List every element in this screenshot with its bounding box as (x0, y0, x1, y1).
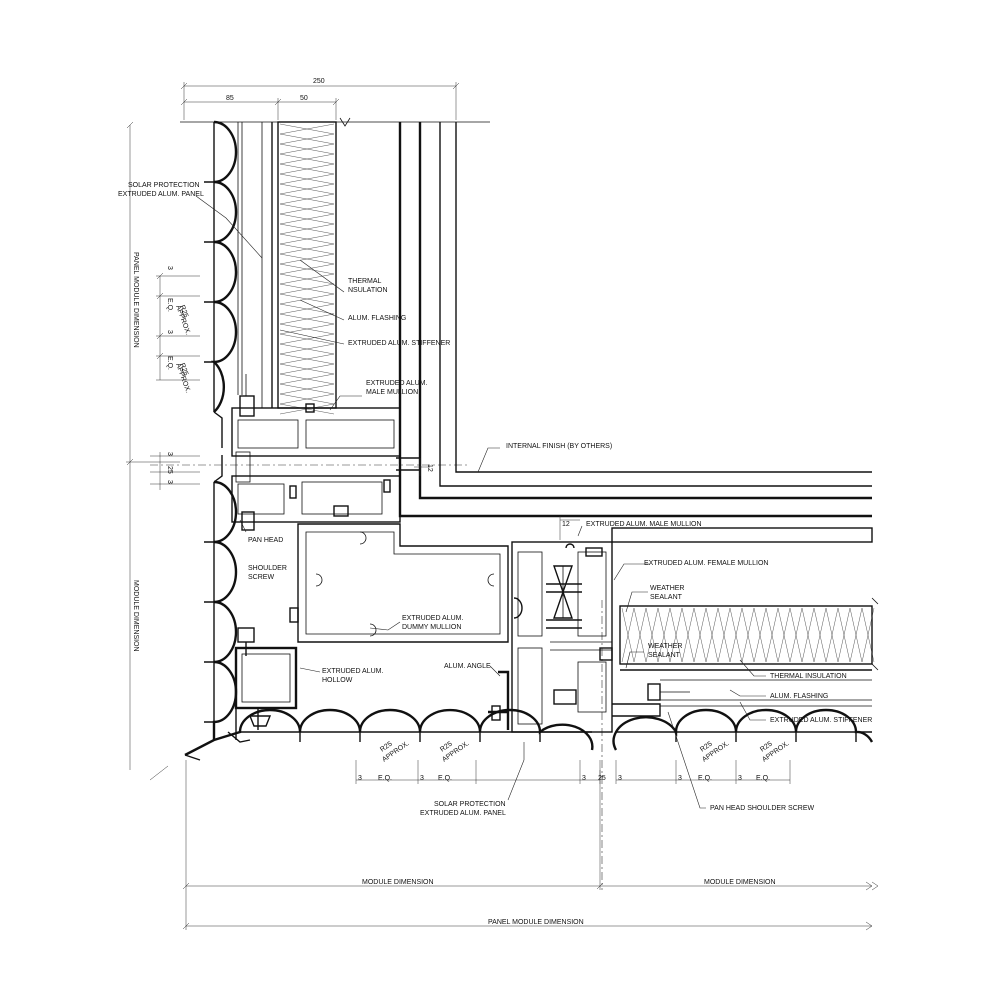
label-pan-head-3: SCREW (248, 574, 274, 581)
label-alum-flashing-left: ALUM. FLASHING (348, 315, 406, 322)
label-dummy-mullion-2: DUMMY MULLION (402, 624, 461, 631)
dim-eq-bottom-a: E.Q. (378, 775, 392, 782)
dim-25-bottom: 25 (598, 775, 606, 782)
insulation-hatch-right (621, 607, 875, 663)
label-internal-finish: INTERNAL FINISH (BY OTHERS) (506, 443, 612, 450)
label-male-mullion-left-2: MALE MULLION (366, 389, 418, 396)
label-weather-sealant-a-2: SEALANT (650, 594, 683, 601)
module-dimension-bottom-right: MODULE DIMENSION (704, 879, 776, 886)
label-female-mullion: EXTRUDED ALUM. FEMALE MULLION (644, 560, 768, 567)
dim-12-mid: 12 (562, 521, 570, 528)
alum-angle (488, 670, 510, 730)
label-pan-head-shoulder-screw: PAN HEAD SHOULDER SCREW (710, 805, 815, 812)
dim-25-left: 25 (166, 466, 173, 474)
label-weather-sealant-b-2: SEALANT (648, 652, 681, 659)
dim-12-left: 12 (426, 464, 433, 472)
label-dummy-mullion-1: EXTRUDED ALUM. (402, 615, 464, 622)
label-solar-protection-left-1: SOLAR PROTECTION (128, 182, 200, 189)
corner-mullion-assembly (231, 374, 421, 531)
label-extruded-stiffener-right: EXTRUDED ALUM. STIFFENER (770, 717, 872, 724)
dim-r25-left-b: R25 (178, 362, 189, 377)
insulation-hatch-left (279, 123, 335, 415)
label-thermal-nsulation-2: NSULATION (348, 287, 388, 294)
dim-3-b: 3 (166, 330, 173, 334)
label-thermal-insulation-right: THERMAL INSULATION (770, 673, 847, 680)
dim-3-bottom-b: 3 (420, 775, 424, 782)
module-dimension-bottom-left: MODULE DIMENSION (362, 879, 434, 886)
label-hollow-1: EXTRUDED ALUM. (322, 668, 384, 675)
dimension-lines (126, 82, 879, 931)
dim-approx-left-a: APPROX. (174, 304, 191, 336)
label-male-mullion-right: EXTRUDED ALUM. MALE MULLION (586, 521, 702, 528)
dimension-text: 250 85 50 25 3 3 3 3 E.Q. E.Q. R25 APPRO… (132, 78, 791, 926)
left-solar-panel-scallops (150, 120, 470, 740)
dim-eq-bottom-d: E.Q. (756, 775, 770, 782)
label-alum-angle: ALUM. ANGLE (444, 663, 491, 670)
module-dimension-vertical: MODULE DIMENSION (132, 580, 139, 652)
panel-module-dimension-vertical: PANEL MODULE DIMENSION (132, 252, 139, 348)
dim-eq-bottom-c: E.Q. (698, 775, 712, 782)
dim-eq-left-a: E.Q. (166, 298, 173, 312)
dim-3-d: 3 (166, 480, 173, 484)
bottom-solar-panel-scallops (184, 600, 874, 890)
dim-eq-left-b: E.Q. (166, 356, 173, 370)
dim-eq-bottom-b: E.Q. (438, 775, 452, 782)
dim-3-bottom-a: 3 (358, 775, 362, 782)
label-alum-flashing-right: ALUM. FLASHING (770, 693, 828, 700)
right-wall-insulation (619, 597, 879, 707)
label-weather-sealant-b-1: WEATHER (648, 643, 682, 650)
label-thermal-nsulation-1: THERMAL (348, 278, 382, 285)
right-mullions (511, 527, 873, 733)
extruded-hollow (234, 627, 298, 740)
dim-3-bottom-c: 3 (582, 775, 586, 782)
label-solar-protection-bottom-1: SOLAR PROTECTION (434, 801, 506, 808)
dim-85: 85 (226, 95, 234, 102)
label-pan-head-1: PAN HEAD (248, 537, 283, 544)
label-pan-head-2: SHOULDER (248, 565, 287, 572)
leader-lines (195, 195, 766, 809)
label-solar-protection-left-2: EXTRUDED ALUM. PANEL (118, 191, 204, 198)
dummy-mullion (289, 523, 523, 643)
dim-3-a: 3 (166, 266, 173, 270)
panel-module-dimension-bottom: PANEL MODULE DIMENSION (488, 919, 584, 926)
dim-3-bottom-f: 3 (738, 775, 742, 782)
dim-3-bottom-e: 3 (678, 775, 682, 782)
label-weather-sealant-a-1: WEATHER (650, 585, 684, 592)
dim-3-bottom-d: 3 (618, 775, 622, 782)
label-solar-protection-bottom-2: EXTRUDED ALUM. PANEL (420, 810, 506, 817)
dim-r25-left-a: R25 (178, 304, 189, 319)
dim-250: 250 (313, 78, 325, 85)
label-male-mullion-left-1: EXTRUDED ALUM. (366, 380, 428, 387)
dim-3-c: 3 (166, 452, 173, 456)
label-extruded-stiffener-left: EXTRUDED ALUM. STIFFENER (348, 340, 450, 347)
left-wall-insulation (237, 121, 337, 415)
annotation-text: SOLAR PROTECTION EXTRUDED ALUM. PANEL TH… (118, 182, 872, 817)
dim-50: 50 (300, 95, 308, 102)
dim-approx-left-b: APPROX. (174, 362, 191, 394)
label-hollow-2: HOLLOW (322, 677, 353, 684)
